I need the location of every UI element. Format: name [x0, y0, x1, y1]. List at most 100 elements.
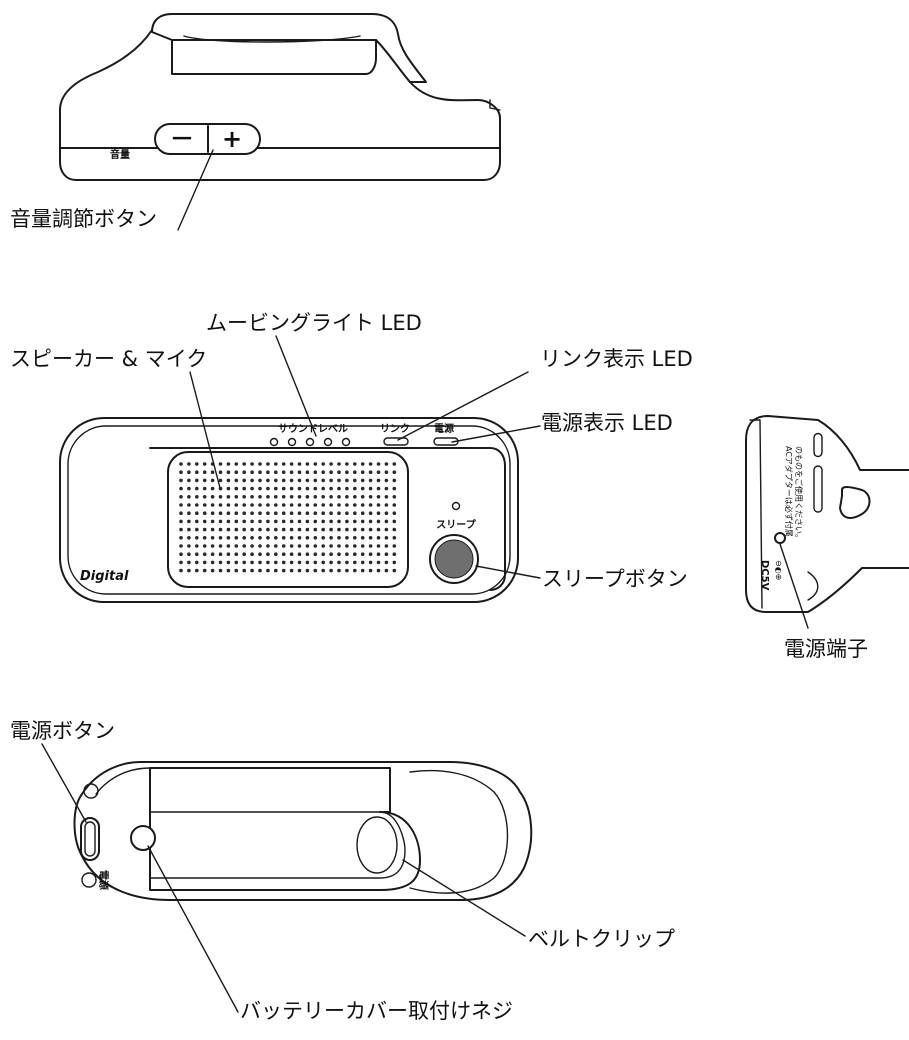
- speaker-hole: [368, 462, 373, 466]
- link-marking: リンク: [380, 423, 410, 435]
- speaker-hole: [321, 503, 326, 507]
- speaker-hole: [305, 552, 310, 556]
- speaker-hole: [376, 519, 381, 524]
- speaker-hole: [179, 536, 183, 540]
- battery-cover-screw: [130, 825, 156, 851]
- speaker-hole: [305, 478, 310, 483]
- speaker-hole: [274, 486, 278, 491]
- volume-buttons[interactable]: － +: [154, 123, 261, 155]
- speaker-hole: [202, 478, 207, 483]
- speaker-hole: [368, 560, 373, 565]
- speaker-hole: [218, 560, 223, 565]
- speaker-hole: [337, 519, 341, 524]
- callout-link-led: リンク表示 LED: [540, 347, 693, 371]
- speaker-hole: [242, 568, 246, 573]
- speaker-hole: [337, 568, 341, 573]
- speaker-hole: [329, 544, 333, 548]
- speaker-hole: [337, 462, 341, 466]
- speaker-hole: [368, 527, 373, 532]
- speaker-hole: [353, 462, 357, 466]
- speaker-hole: [250, 552, 254, 556]
- belt-clip[interactable]: [149, 767, 421, 891]
- speaker-hole: [360, 519, 365, 524]
- speaker-hole: [218, 527, 223, 532]
- speaker-hole: [329, 478, 333, 483]
- speaker-hole: [345, 568, 349, 573]
- speaker-hole: [242, 536, 246, 540]
- speaker-hole: [305, 560, 310, 565]
- adapter-note: ACアダプターは必ず付属 のものをご使用ください。: [784, 446, 804, 542]
- speaker-hole: [179, 462, 183, 466]
- speaker-hole: [289, 552, 294, 556]
- speaker-hole: [321, 544, 326, 548]
- speaker-hole: [281, 560, 286, 565]
- sleep-button[interactable]: [429, 534, 479, 584]
- speaker-hole: [187, 568, 191, 573]
- speaker-hole: [202, 511, 207, 515]
- speaker-hole: [353, 478, 357, 483]
- speaker-hole: [345, 495, 349, 499]
- speaker-hole: [345, 544, 349, 548]
- speaker-hole: [297, 486, 302, 491]
- speaker-hole: [368, 536, 373, 540]
- speaker-hole: [353, 470, 357, 475]
- speaker-hole: [305, 527, 310, 532]
- speaker-hole: [250, 486, 254, 491]
- speaker-hole: [242, 560, 246, 565]
- speaker-hole: [384, 552, 389, 556]
- speaker-hole: [234, 495, 239, 499]
- speaker-hole: [274, 519, 278, 524]
- speaker-hole: [226, 544, 231, 548]
- speaker-hole: [353, 527, 357, 532]
- speaker-hole: [234, 470, 239, 475]
- speaker-hole: [289, 478, 294, 483]
- speaker-hole: [179, 519, 183, 524]
- speaker-hole: [226, 536, 231, 540]
- speaker-hole: [226, 519, 231, 524]
- speaker-grille: [179, 462, 397, 573]
- speaker-hole: [337, 470, 341, 475]
- speaker-hole: [202, 527, 207, 532]
- top-view: － + 音量 音量調節ボタン: [10, 13, 501, 231]
- speaker-hole: [392, 495, 397, 499]
- speaker-hole: [195, 552, 199, 556]
- power-jack[interactable]: [774, 532, 786, 544]
- speaker-hole: [179, 552, 183, 556]
- speaker-hole: [329, 536, 333, 540]
- speaker-hole: [392, 462, 397, 466]
- speaker-hole: [297, 519, 302, 524]
- speaker-hole: [274, 552, 278, 556]
- callout-belt-clip: ベルトクリップ: [528, 927, 675, 951]
- speaker-hole: [376, 527, 381, 532]
- speaker-hole: [289, 503, 294, 507]
- speaker-hole: [353, 511, 357, 515]
- speaker-hole: [384, 486, 389, 491]
- polarity-marking: ⊖◐⊕: [774, 560, 783, 580]
- speaker-hole: [305, 536, 310, 540]
- power-button[interactable]: [80, 817, 100, 861]
- speaker-hole: [179, 486, 183, 491]
- speaker-hole: [297, 527, 302, 532]
- speaker-hole: [266, 462, 270, 466]
- speaker-hole: [360, 527, 365, 532]
- speaker-hole: [345, 486, 349, 491]
- dc-rating: DC5V: [759, 560, 770, 591]
- speaker-hole: [281, 486, 286, 491]
- speaker-hole: [368, 511, 373, 515]
- speaker-hole: [242, 511, 246, 515]
- speaker-hole: [266, 470, 270, 475]
- speaker-hole: [321, 552, 326, 556]
- speaker-hole: [266, 527, 270, 532]
- speaker-hole: [368, 568, 373, 573]
- speaker-hole: [321, 495, 326, 499]
- speaker-hole: [345, 503, 349, 507]
- speaker-hole: [313, 511, 318, 515]
- speaker-hole: [360, 503, 365, 507]
- speaker-hole: [376, 495, 381, 499]
- speaker-hole: [313, 478, 318, 483]
- speaker-hole: [289, 568, 294, 573]
- speaker-hole: [258, 527, 262, 532]
- speaker-hole: [187, 486, 191, 491]
- speaker-hole: [376, 478, 381, 483]
- speaker-hole: [226, 560, 231, 565]
